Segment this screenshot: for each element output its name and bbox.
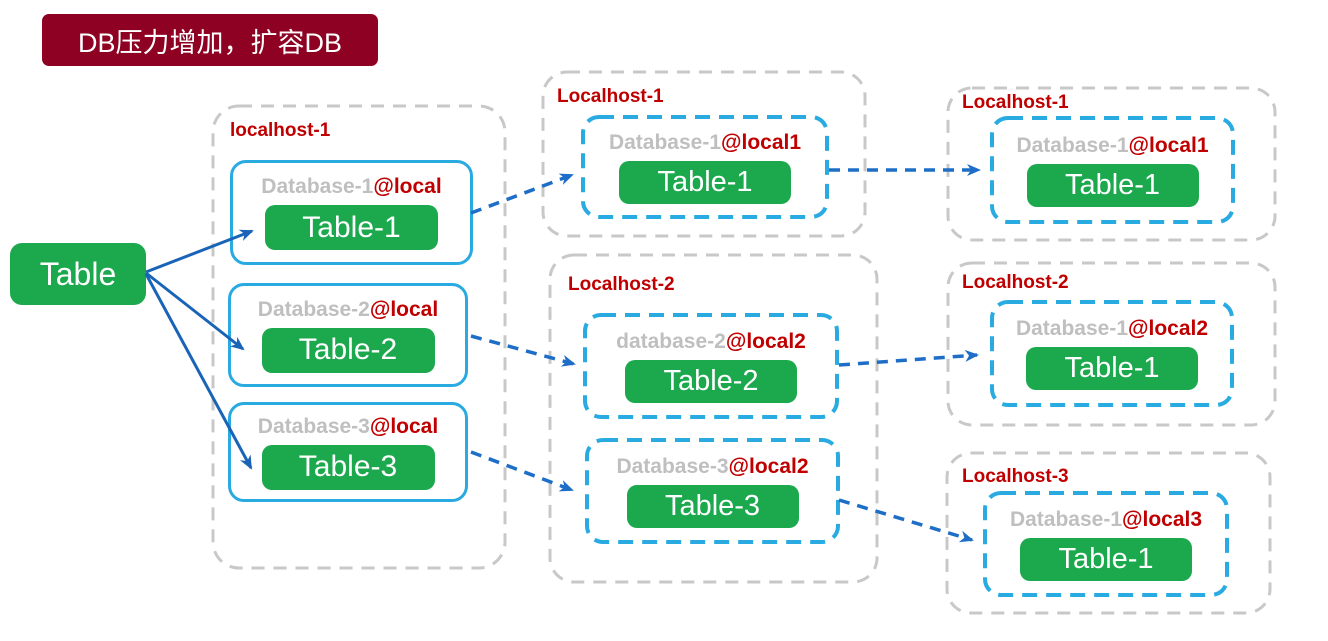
arrow-db3-to-localhost2: [470, 450, 574, 492]
table-node: Table-1: [265, 205, 438, 250]
db-box-right-1: Database-1@local1 Table-1: [992, 118, 1233, 222]
right-host-1-label: Localhost-1: [962, 92, 1069, 113]
db-host-suffix: @local: [369, 297, 439, 321]
table-node: Table-1: [1026, 163, 1199, 207]
db-label: Database-3@local2: [616, 455, 808, 479]
db-host-suffix: @local1: [1128, 133, 1209, 157]
db-host-suffix: @local3: [1122, 507, 1203, 531]
db-name: Database-1: [608, 130, 722, 154]
db-name: Database-3: [616, 454, 729, 478]
db-host-suffix: @local: [373, 175, 442, 198]
table-node: Table-2: [625, 359, 797, 403]
db-host-suffix: @local2: [725, 329, 806, 353]
right-host-2-label: Localhost-2: [962, 272, 1069, 293]
db-box-right-3: Database-1@local3 Table-1: [985, 493, 1227, 595]
title-banner: DB压力增加，扩容DB: [42, 14, 378, 66]
db-name: Database-1: [261, 175, 374, 198]
db-host-suffix: @local: [369, 414, 439, 438]
db-name: Database-1: [1015, 317, 1129, 340]
db-box-left-3: Database-3@local Table-3: [228, 402, 468, 502]
db-box-middle-2: database-2@local2 Table-2: [585, 315, 837, 417]
arrow-middle3-to-right3: [838, 498, 974, 543]
db-box-left-1: Database-1@local Table-1: [230, 160, 473, 265]
table-node: Table-3: [626, 484, 799, 528]
db-name: database-2: [616, 329, 726, 353]
db-label: Database-1@local2: [1016, 317, 1208, 341]
db-host-suffix: @local1: [721, 130, 802, 154]
db-host-suffix: @local2: [728, 454, 809, 478]
db-name: Database-1: [1009, 507, 1123, 531]
db-box-right-2: Database-1@local2 Table-1: [992, 302, 1232, 405]
db-label: Database-2@local: [258, 298, 438, 322]
db-label: database-2@local2: [616, 330, 806, 354]
db-name: Database-2: [257, 297, 370, 321]
right-host-3-label: Localhost-3: [962, 466, 1069, 487]
table-node: Table-3: [261, 444, 435, 490]
middle-host-1-label: Localhost-1: [557, 86, 664, 107]
source-table-node: Table: [10, 243, 146, 305]
db-box-left-2: Database-2@local Table-2: [228, 283, 468, 387]
db-label: Database-1@local1: [1016, 134, 1208, 158]
db-label: Database-1@local1: [609, 131, 801, 155]
arrow-middle2-to-right2: [838, 349, 979, 367]
arrow-db1-to-localhost1: [470, 173, 574, 215]
db-label: Database-3@local: [258, 415, 438, 439]
db-label: Database-1@local: [261, 175, 441, 199]
db-label: Database-1@local3: [1010, 508, 1202, 532]
db-name: Database-3: [257, 414, 370, 438]
db-host-suffix: @local2: [1128, 317, 1209, 340]
table-node: Table-1: [1026, 347, 1198, 390]
left-host-label: localhost-1: [230, 120, 331, 141]
db-box-middle-1: Database-1@local1 Table-1: [583, 117, 827, 217]
arrow-db2-to-localhost2: [470, 334, 576, 367]
db-name: Database-1: [1016, 133, 1129, 157]
table-node: Table-1: [619, 160, 791, 204]
middle-host-2-label: Localhost-2: [568, 274, 675, 295]
table-node: Table-2: [261, 327, 435, 373]
db-box-middle-3: Database-3@local2 Table-3: [587, 440, 838, 542]
table-node: Table-1: [1020, 537, 1192, 581]
